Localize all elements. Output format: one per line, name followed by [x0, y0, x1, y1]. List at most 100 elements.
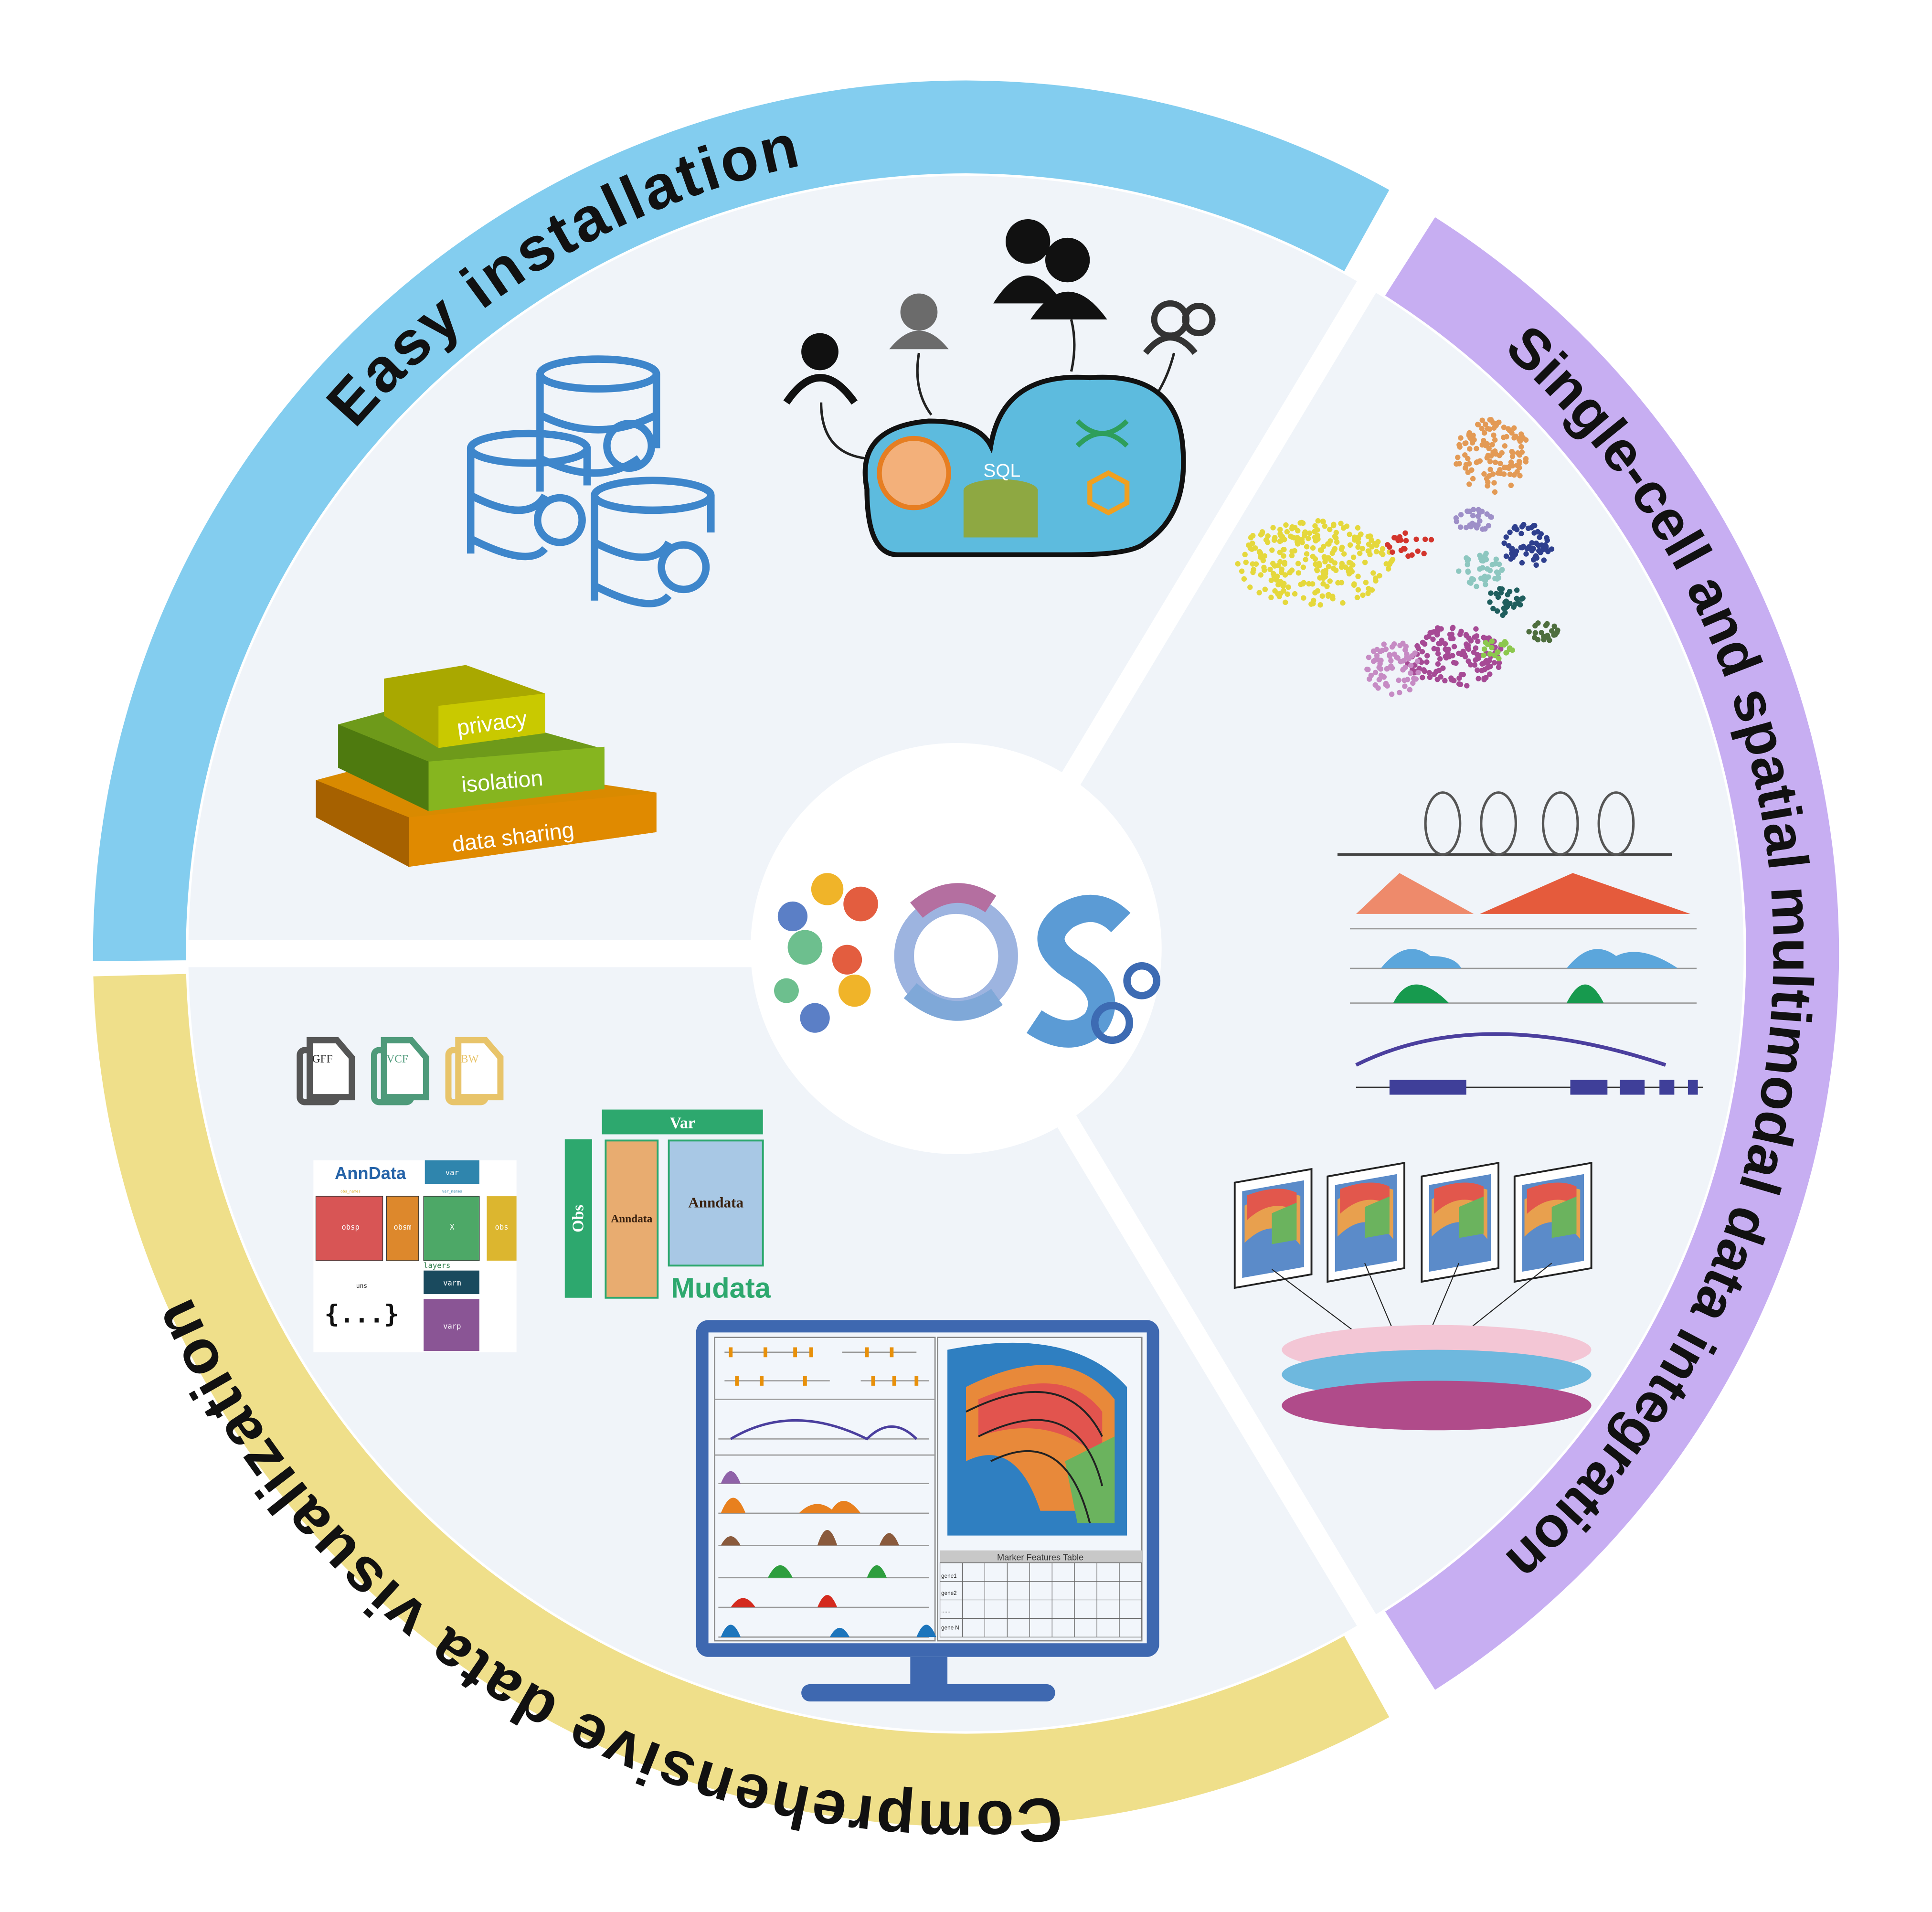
umap-point	[1294, 539, 1300, 545]
umap-point	[1497, 470, 1504, 477]
umap-point	[1327, 578, 1333, 584]
umap-point	[1520, 435, 1526, 441]
umap-point	[1277, 550, 1283, 555]
umap-point	[1492, 489, 1498, 495]
tile-region	[1527, 1182, 1577, 1214]
spatial-slices	[1233, 1161, 1592, 1431]
umap-point	[1544, 621, 1550, 627]
umap-point	[1541, 557, 1547, 563]
umap-point	[1442, 641, 1448, 647]
umap-point	[1410, 680, 1416, 686]
umap-point	[1398, 659, 1403, 665]
umap-point	[1384, 666, 1390, 672]
umap-point	[1555, 627, 1560, 633]
umap-point	[1403, 655, 1410, 661]
umap-point	[1376, 664, 1382, 670]
umap-point	[1398, 537, 1403, 543]
database-gears-icon	[467, 355, 715, 607]
umap-point	[1474, 584, 1479, 589]
umap-point	[1489, 645, 1495, 651]
anndata-varm: varm	[443, 1279, 461, 1287]
umap-point	[1235, 561, 1241, 567]
umap-point	[1277, 531, 1283, 537]
umap-point	[1397, 690, 1402, 696]
umap-point	[1330, 565, 1337, 571]
umap-point	[1502, 443, 1508, 449]
umap-point	[1387, 653, 1393, 659]
umap-point	[1250, 532, 1256, 539]
user-icon	[783, 333, 858, 405]
umap-point	[1496, 561, 1502, 567]
umap-point	[1479, 558, 1485, 563]
gff-label: GFF	[312, 1053, 333, 1065]
umap-point	[1450, 625, 1456, 630]
umap-point	[1551, 623, 1557, 629]
umap-point	[1503, 553, 1509, 559]
umap-point	[1464, 683, 1470, 689]
umap-point	[1355, 544, 1361, 550]
umap-point	[1433, 669, 1439, 674]
table-row-label: gene1	[941, 1573, 956, 1579]
umap-point	[1365, 667, 1371, 672]
umap-point	[1338, 580, 1345, 585]
umap-point	[1489, 638, 1495, 644]
umap-point	[1304, 551, 1310, 557]
umap-point	[1304, 544, 1310, 550]
umap-point	[1547, 637, 1552, 643]
umap-point	[1494, 421, 1499, 427]
umap-point	[1320, 518, 1326, 524]
umap-point	[1469, 440, 1476, 446]
mudata-title: Mudata	[671, 1272, 771, 1304]
umap-point	[1502, 465, 1508, 471]
umap-point	[1477, 518, 1483, 524]
umap-point	[1295, 561, 1301, 566]
spatial-tile	[1233, 1168, 1313, 1289]
umap-point	[1530, 545, 1536, 551]
umap-point	[1241, 576, 1247, 582]
umap-point	[1264, 539, 1271, 545]
bw-file-icon: BW	[445, 1037, 504, 1105]
spatial-tile	[1327, 1161, 1405, 1283]
umap-point	[1347, 542, 1353, 548]
umap-point	[1420, 675, 1425, 680]
spatial-contour-plot	[947, 1342, 1127, 1536]
umap-point	[1331, 547, 1337, 553]
umap-point	[1493, 451, 1499, 457]
umap-point	[1421, 667, 1427, 673]
umap-point	[1462, 651, 1467, 658]
umap-point	[1408, 662, 1414, 669]
umap-point	[1458, 435, 1464, 441]
spatial-tile	[1513, 1161, 1592, 1283]
umap-point	[1482, 526, 1488, 532]
umap-point	[1281, 581, 1287, 586]
umap-point	[1456, 568, 1462, 574]
umap-point	[1397, 642, 1403, 648]
umap-point	[1532, 522, 1538, 529]
umap-point	[1509, 430, 1515, 436]
umap-point	[1402, 683, 1408, 689]
umap-point	[1537, 534, 1542, 540]
umap-point	[1340, 600, 1346, 606]
umap-point	[1269, 547, 1275, 553]
umap-point	[1462, 452, 1468, 458]
umap-point	[1310, 545, 1316, 551]
umap-point	[1494, 608, 1500, 614]
spatial-tile	[1421, 1161, 1500, 1283]
user-group-icon	[993, 219, 1107, 320]
umap-point	[1355, 587, 1361, 593]
umap-point	[1391, 641, 1397, 647]
umap-point	[1322, 523, 1328, 529]
umap-point	[1490, 471, 1496, 477]
umap-point	[1411, 675, 1417, 681]
umap-point	[1487, 671, 1493, 677]
umap-point	[1422, 641, 1428, 647]
anndata-obsp: obsp	[341, 1223, 359, 1232]
umap-point	[1359, 546, 1366, 552]
bw-label: BW	[461, 1053, 479, 1065]
umap-point	[1281, 553, 1286, 559]
umap-point	[1487, 417, 1493, 423]
umap-point	[1308, 601, 1314, 607]
umap-point	[1481, 652, 1486, 658]
umap-point	[1383, 646, 1389, 652]
umap-point	[1450, 636, 1456, 641]
